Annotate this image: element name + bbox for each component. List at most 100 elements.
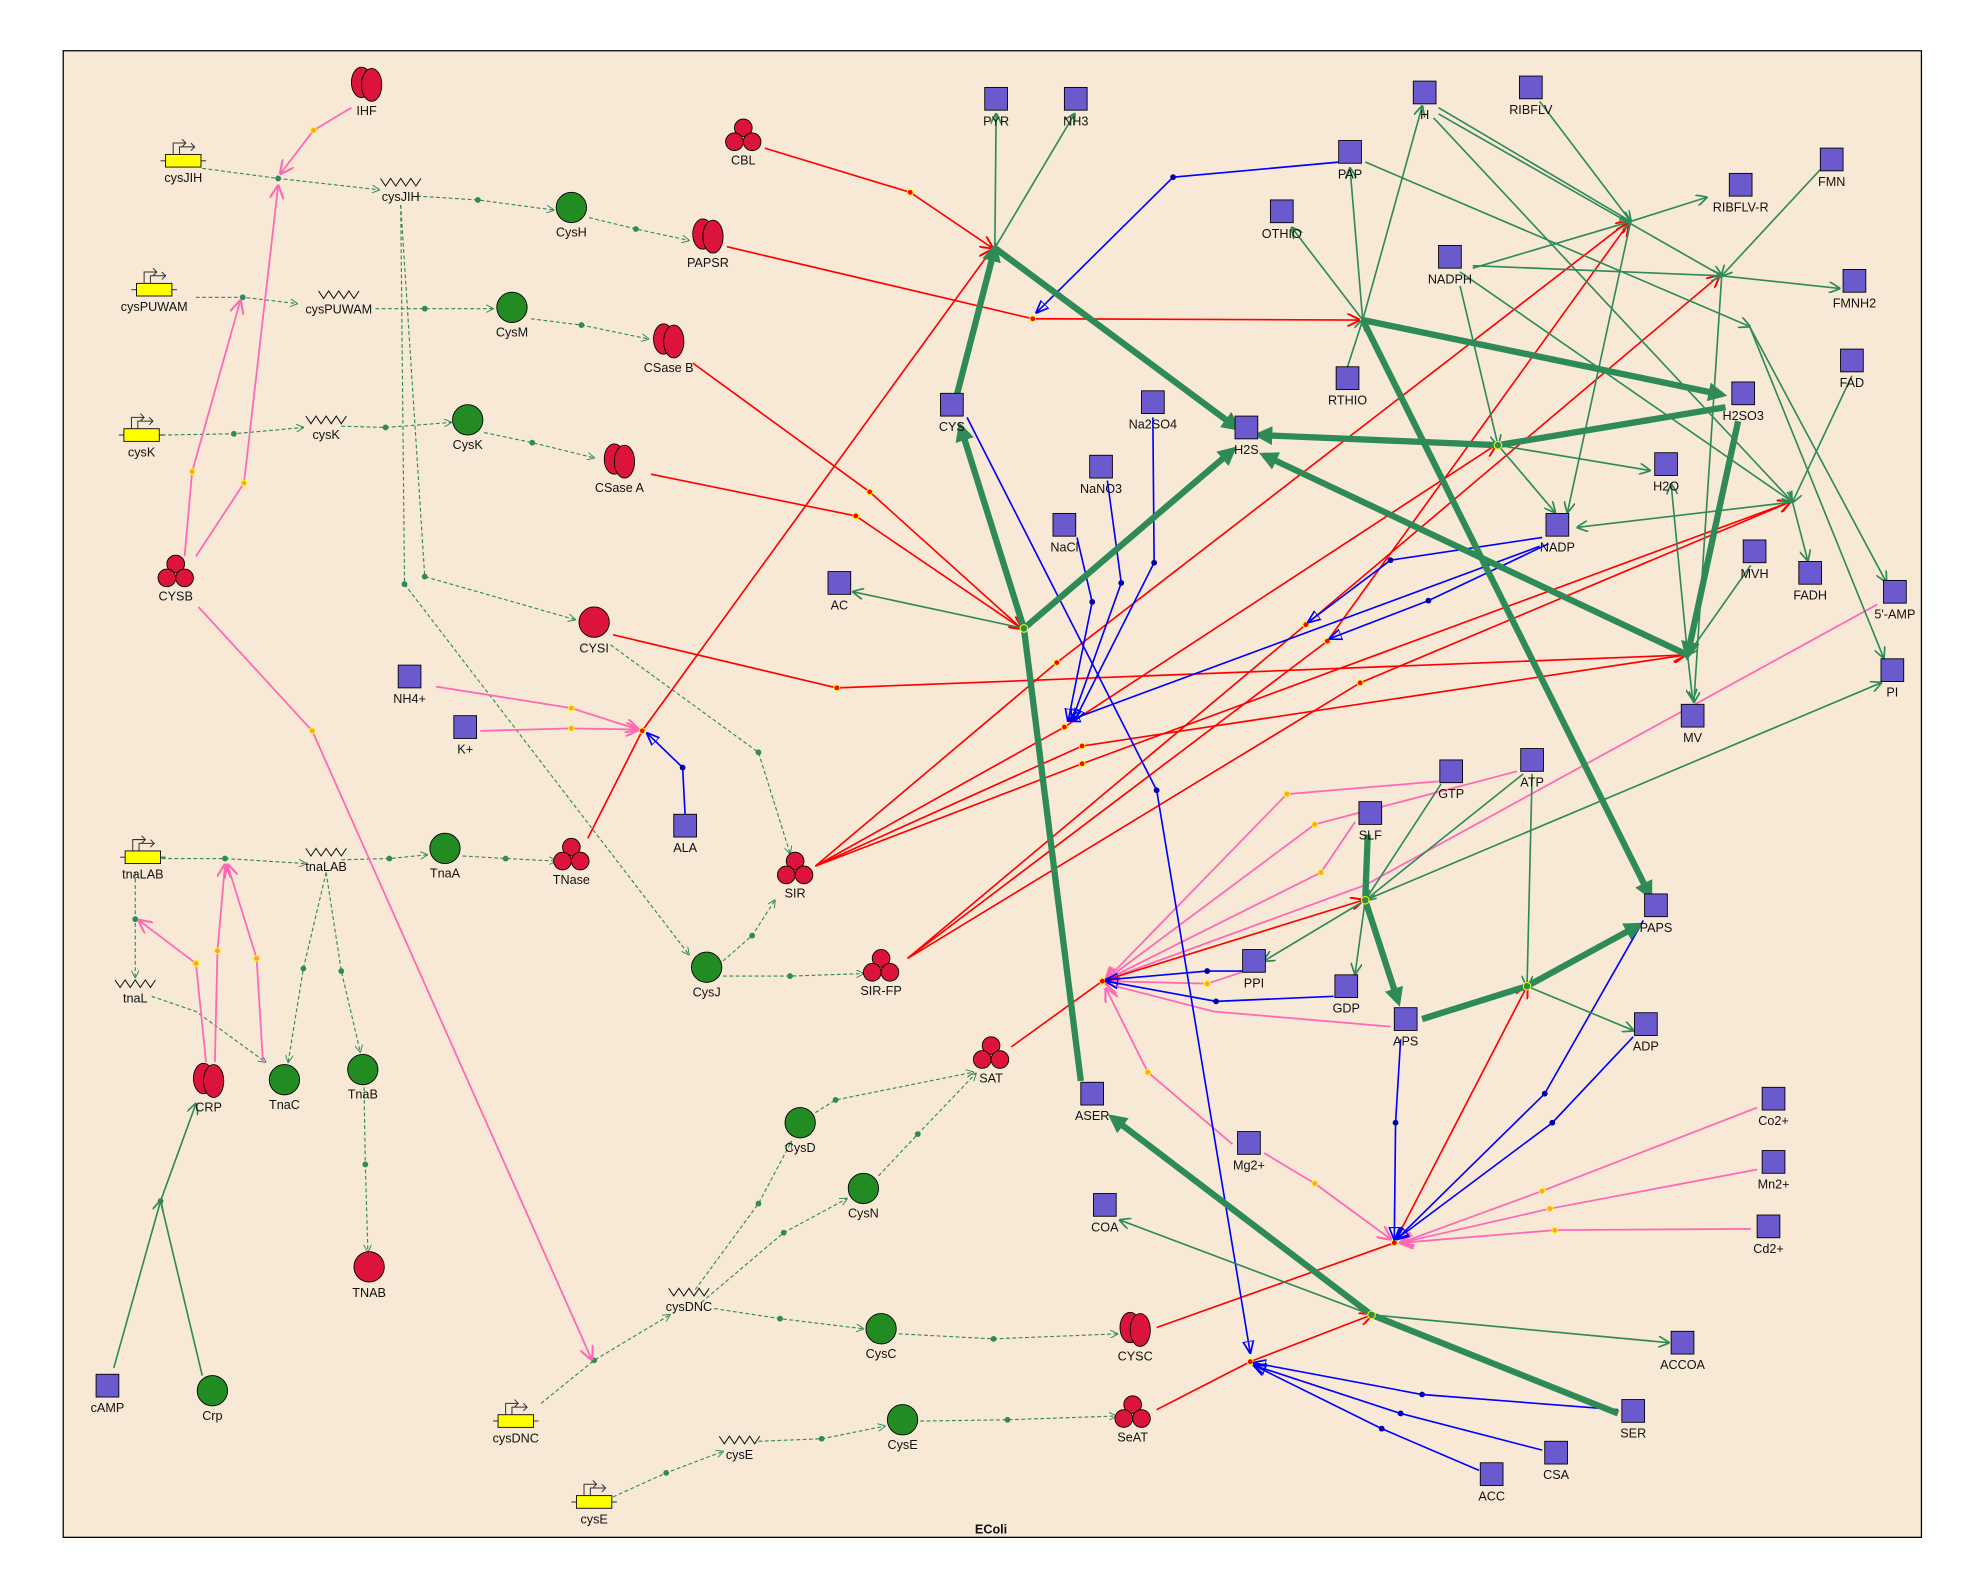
node-trimer-cbl[interactable]: CBL (725, 118, 762, 168)
node-metabolite-nh4[interactable]: NH4+ (393, 664, 426, 706)
node-metabolite-ser[interactable]: SER (1620, 1399, 1646, 1441)
node-trimer-sat[interactable]: SAT (972, 1036, 1010, 1086)
node-protein-crp[interactable]: Crp (196, 1375, 228, 1423)
node-metabolite-rthio[interactable]: RTHIO (1328, 366, 1367, 408)
node-metabolite-atp[interactable]: ATP (1520, 748, 1544, 790)
node-metabolite-h2s[interactable]: H2S (1234, 415, 1259, 457)
node-metabolite-gtp[interactable]: GTP (1438, 759, 1464, 801)
reaction-node (1538, 1187, 1546, 1195)
node-mrna-cysdnc[interactable]: cysDNC (666, 1287, 712, 1314)
node-metabolite-paps[interactable]: PAPS (1640, 893, 1673, 935)
node-metabolite-pi[interactable]: PI (1880, 658, 1905, 700)
reaction-node (1153, 787, 1160, 794)
node-protein-cyse[interactable]: CysE (886, 1404, 919, 1452)
node-metabolite-fmnh2[interactable]: FMNH2 (1833, 269, 1876, 310)
reaction-node (679, 764, 686, 771)
node-metabolite-h2o[interactable]: H2O (1653, 452, 1679, 494)
node-protein-cysh[interactable]: CysH (555, 191, 587, 240)
node-dimer-papsr[interactable]: PAPSR (687, 218, 729, 270)
node-enzyme-tnab[interactable]: TNAB (352, 1251, 386, 1301)
node-metabolite-coa[interactable]: COA (1091, 1193, 1119, 1235)
node-mrna-cysk[interactable]: cysK (305, 415, 347, 442)
node-gene-cysk[interactable]: cysK (118, 413, 165, 460)
node-metabolite-accoa[interactable]: ACCOA (1660, 1330, 1706, 1372)
node-metabolite-fad[interactable]: FAD (1840, 348, 1865, 390)
node-protein-cysj[interactable]: CysJ (691, 951, 723, 999)
node-metabolite-fadh[interactable]: FADH (1793, 561, 1827, 602)
node-metabolite-h[interactable]: H (1412, 80, 1437, 122)
node-metabolite-5-amp[interactable]: 5'-AMP (1874, 579, 1915, 621)
node-gene-cyspuwam[interactable]: cysPUWAM (121, 267, 188, 314)
node-metabolite-mn2[interactable]: Mn2+ (1758, 1150, 1790, 1192)
node-metabolite-h2so3[interactable]: H2SO3 (1722, 381, 1764, 423)
node-label: ATP (1520, 775, 1544, 789)
node-metabolite-pap[interactable]: PAP (1338, 140, 1362, 182)
node-mrna-tnalab[interactable]: tnaLAB (305, 847, 347, 874)
node-metabolite-co2[interactable]: Co2+ (1758, 1086, 1789, 1128)
node-metabolite-acc[interactable]: ACC (1478, 1462, 1505, 1504)
node-mrna-cyse[interactable]: cysE (718, 1435, 761, 1462)
node-metabolite-ribflv-r[interactable]: RIBFLV-R (1713, 172, 1769, 214)
node-label: CysE (887, 1438, 917, 1452)
node-protein-tnab[interactable]: TnaB (347, 1054, 379, 1102)
reaction-node (1392, 1119, 1399, 1126)
edge-reaction (1526, 985, 1633, 1030)
node-dimer-ihf[interactable]: IHF (350, 66, 383, 118)
node-gene-cysdnc[interactable]: cysDNC (493, 1399, 539, 1446)
node-mrna-cyspuwam[interactable]: cysPUWAM (305, 290, 372, 317)
node-metabolite-adp[interactable]: ADP (1633, 1012, 1659, 1054)
node-label: FMN (1818, 175, 1845, 189)
node-metabolite-nh3[interactable]: NH3 (1063, 86, 1088, 128)
node-protein-tnac[interactable]: TnaC (268, 1064, 301, 1112)
node-trimer-sir[interactable]: SIR (776, 851, 814, 901)
node-trimer-seat[interactable]: SeAT (1114, 1395, 1151, 1445)
node-metabolite-nadph[interactable]: NADPH (1428, 244, 1472, 286)
enzyme-icon (578, 606, 610, 638)
node-metabolite-mg2[interactable]: Mg2+ (1233, 1131, 1265, 1173)
node-metabolite-ppi[interactable]: PPI (1242, 949, 1266, 991)
node-gene-cysjih[interactable]: cysJIH (160, 138, 207, 185)
node-trimer-sir-fp[interactable]: SIR-FP (860, 949, 902, 999)
node-metabolite-na2so4[interactable]: Na2SO4 (1129, 390, 1177, 432)
node-metabolite-ala[interactable]: ALA (673, 813, 698, 855)
node-protein-tnaa[interactable]: TnaA (429, 832, 461, 880)
node-metabolite-nadp[interactable]: NADP (1540, 512, 1575, 554)
node-dimer-csase-b[interactable]: CSase B (644, 323, 694, 375)
node-enzyme-cysi[interactable]: CYSI (578, 606, 610, 656)
node-dimer-crp[interactable]: CRP (192, 1062, 225, 1114)
node-mrna-cysjih[interactable]: cysJIH (380, 177, 422, 204)
node-metabolite-csa[interactable]: CSA (1543, 1440, 1570, 1482)
node-gene-tnalab[interactable]: tnaLAB (120, 835, 166, 882)
node-metabolite-nacl[interactable]: NaCl (1050, 512, 1078, 554)
diagram-frame (62, 50, 1923, 1538)
node-trimer-tnase[interactable]: TNase (553, 837, 590, 887)
node-metabolite-ribflv[interactable]: RIBFLV (1509, 75, 1553, 117)
node-dimer-csase-a[interactable]: CSase A (595, 443, 645, 495)
node-metabolite-mvh[interactable]: MVH (1741, 539, 1769, 581)
node-metabolite-mv[interactable]: MV (1680, 703, 1705, 745)
node-metabolite-k[interactable]: K+ (453, 715, 478, 757)
node-protein-cysd[interactable]: CysD (784, 1107, 816, 1155)
edge-reaction (1748, 325, 1887, 581)
node-metabolite-pyr[interactable]: PYR (983, 86, 1009, 128)
node-protein-cysn[interactable]: CysN (847, 1172, 879, 1221)
node-gene-cyse[interactable]: cysE (571, 1480, 617, 1526)
node-metabolite-slf[interactable]: SLF (1358, 801, 1382, 843)
node-metabolite-aser[interactable]: ASER (1075, 1081, 1109, 1123)
node-metabolite-ac[interactable]: AC (827, 571, 852, 613)
node-metabolite-aps[interactable]: APS (1393, 1007, 1418, 1049)
node-metabolite-nano3[interactable]: NaNO3 (1080, 454, 1122, 496)
node-metabolite-camp[interactable]: cAMP (91, 1373, 125, 1415)
node-metabolite-cys[interactable]: CYS (939, 392, 965, 434)
node-mrna-tnal[interactable]: tnaL (114, 978, 156, 1006)
node-protein-cysk[interactable]: CysK (452, 404, 484, 452)
node-metabolite-othio[interactable]: OTHIO (1262, 199, 1302, 241)
node-metabolite-cd2[interactable]: Cd2+ (1753, 1214, 1784, 1256)
node-metabolite-gdp[interactable]: GDP (1333, 974, 1360, 1016)
mrna-icon (380, 177, 422, 187)
node-protein-cysm[interactable]: CysM (496, 291, 528, 339)
node-trimer-cysb[interactable]: CYSB (157, 554, 194, 604)
node-protein-cysc[interactable]: CysC (865, 1313, 897, 1361)
node-metabolite-fmn[interactable]: FMN (1818, 147, 1845, 189)
node-dimer-cysc[interactable]: CYSC (1118, 1311, 1153, 1363)
